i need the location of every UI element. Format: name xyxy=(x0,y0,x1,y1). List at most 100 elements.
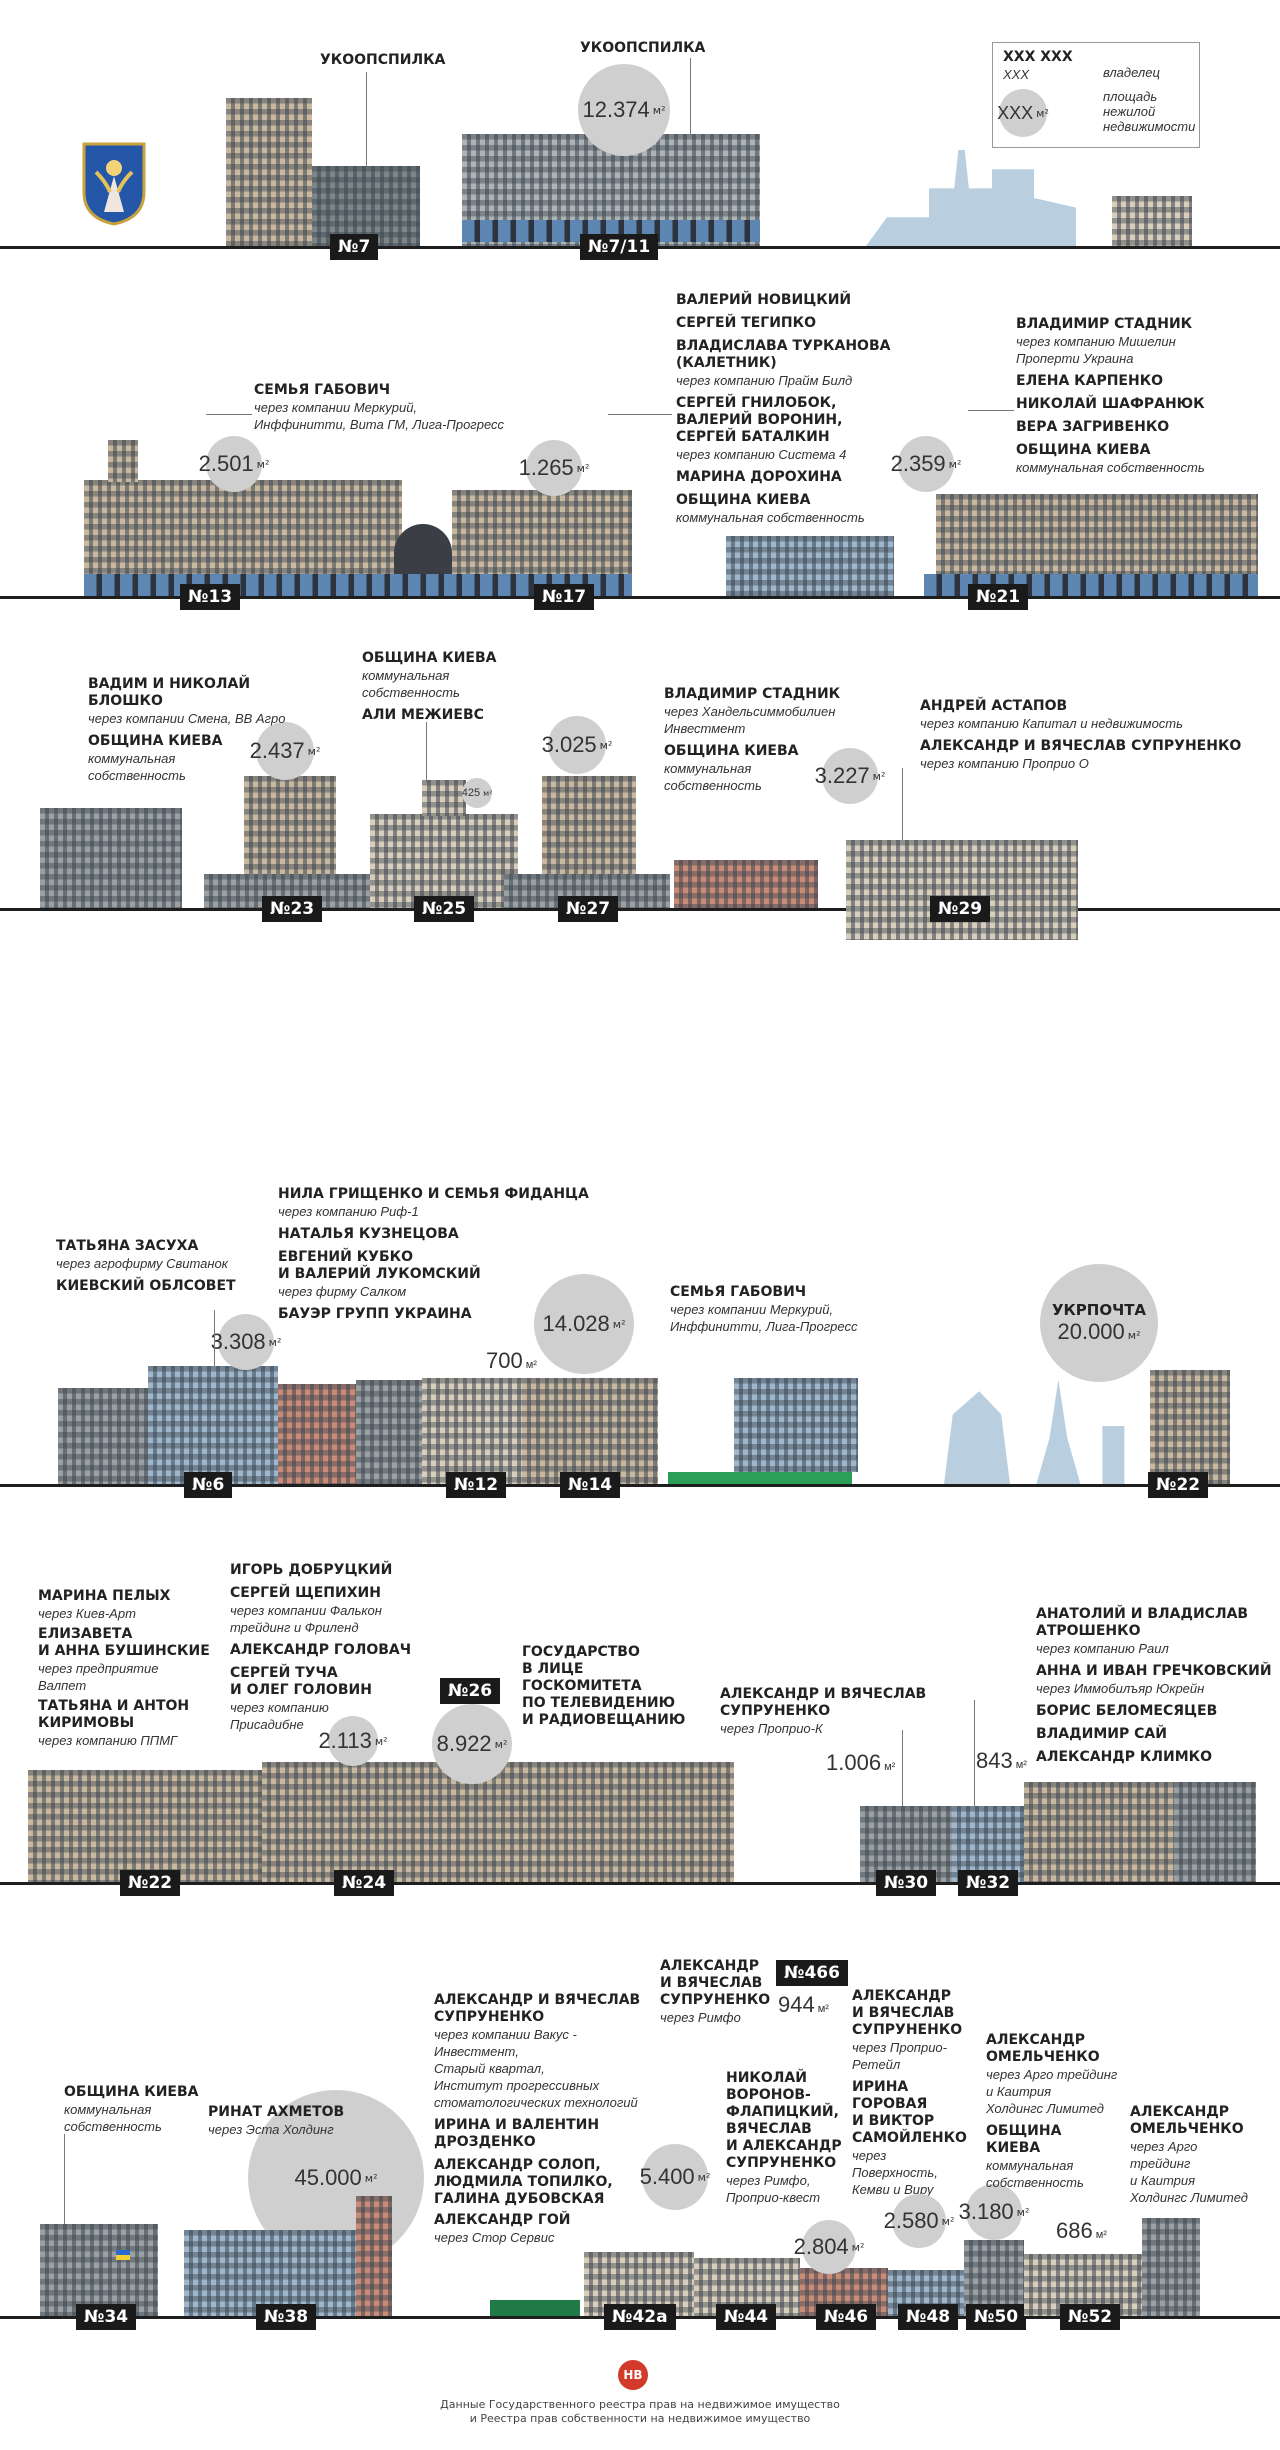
building-number-29: №29 xyxy=(930,896,991,922)
legend-owner-desc: владелец xyxy=(1103,65,1160,80)
leader-line xyxy=(608,414,672,415)
building-background xyxy=(1112,196,1192,246)
building-number-44: №44 xyxy=(716,2304,777,2330)
leader-line xyxy=(64,2134,65,2224)
leader-line xyxy=(690,58,691,136)
kyiv-coat-of-arms-icon xyxy=(82,142,146,226)
building-27-wing xyxy=(504,874,670,908)
building-number-32: №32 xyxy=(958,1870,1019,1896)
building-background xyxy=(278,1384,356,1484)
building-background xyxy=(58,1388,148,1484)
building-12 xyxy=(422,1378,522,1484)
building-background xyxy=(1024,1782,1174,1882)
green-strip xyxy=(490,2300,580,2316)
building-background xyxy=(40,808,182,908)
building-6 xyxy=(148,1366,278,1484)
building-number-17: №17 xyxy=(534,584,595,610)
leader-line xyxy=(974,1700,975,1806)
building-number-30: №30 xyxy=(876,1870,937,1896)
ground-line-5 xyxy=(0,1882,1280,1885)
ukraine-flag-icon xyxy=(116,2250,130,2260)
building-number-23: №23 xyxy=(262,896,323,922)
owner-label-b7-11: УКООПСПИЛКА xyxy=(580,40,706,56)
building-number-46: №46 xyxy=(816,2304,877,2330)
building-24 xyxy=(262,1762,734,1882)
building-38-tower xyxy=(356,2196,392,2316)
building-7-11-shopfront xyxy=(462,220,760,242)
green-strip xyxy=(668,1472,852,1484)
building-7-tower xyxy=(226,98,312,246)
building-number-48: №48 xyxy=(898,2304,959,2330)
building-number-13: №13 xyxy=(180,584,241,610)
building-number-52: №52 xyxy=(1060,2304,1121,2330)
leader-line xyxy=(366,72,367,168)
building-14 xyxy=(522,1378,658,1484)
building-number-50: №50 xyxy=(966,2304,1027,2330)
leader-line xyxy=(206,414,252,415)
building-background xyxy=(1174,1782,1256,1882)
building-32 xyxy=(952,1806,1024,1882)
building-number-12: №12 xyxy=(446,1472,507,1498)
building-number-6: №6 xyxy=(184,1472,233,1498)
ground-line-4 xyxy=(0,1484,1280,1487)
monument-silhouette xyxy=(944,1379,1164,1484)
ground-line-2 xyxy=(0,596,1280,599)
building-number-34: №34 xyxy=(76,2304,137,2330)
building-25-city-hall xyxy=(370,814,518,908)
owner-label-b26: ГОСУДАРСТВО В ЛИЦЕ ГОСКОМИТЕТА ПО ТЕЛЕВИ… xyxy=(522,1644,686,1728)
building-number-24: №24 xyxy=(334,1870,395,1896)
independence-monument-silhouette xyxy=(866,150,1076,246)
ground-line-3 xyxy=(0,908,1280,911)
owner-label-b7: УКООПСПИЛКА xyxy=(320,52,446,68)
building-number-22: №22 xyxy=(120,1870,181,1896)
building-38 xyxy=(184,2230,390,2316)
building-number-27: №27 xyxy=(558,896,619,922)
building-13-spire xyxy=(108,440,138,482)
building-22-ukrposhta xyxy=(1150,1370,1230,1484)
building-number-21: №21 xyxy=(968,584,1029,610)
nv-logo-icon: НВ xyxy=(618,2360,648,2390)
building-background xyxy=(726,536,894,596)
building-22 xyxy=(28,1770,262,1882)
building-29 xyxy=(846,840,1078,940)
building-number-38: №38 xyxy=(256,2304,317,2330)
footer-source-line-1: Данные Государственного реестра прав на … xyxy=(440,2398,840,2411)
building-number-7-11: №7/11 xyxy=(580,234,659,260)
building-number-466: №466 xyxy=(776,1960,848,1986)
building-25-tower xyxy=(422,780,466,816)
leader-line xyxy=(214,1310,215,1366)
